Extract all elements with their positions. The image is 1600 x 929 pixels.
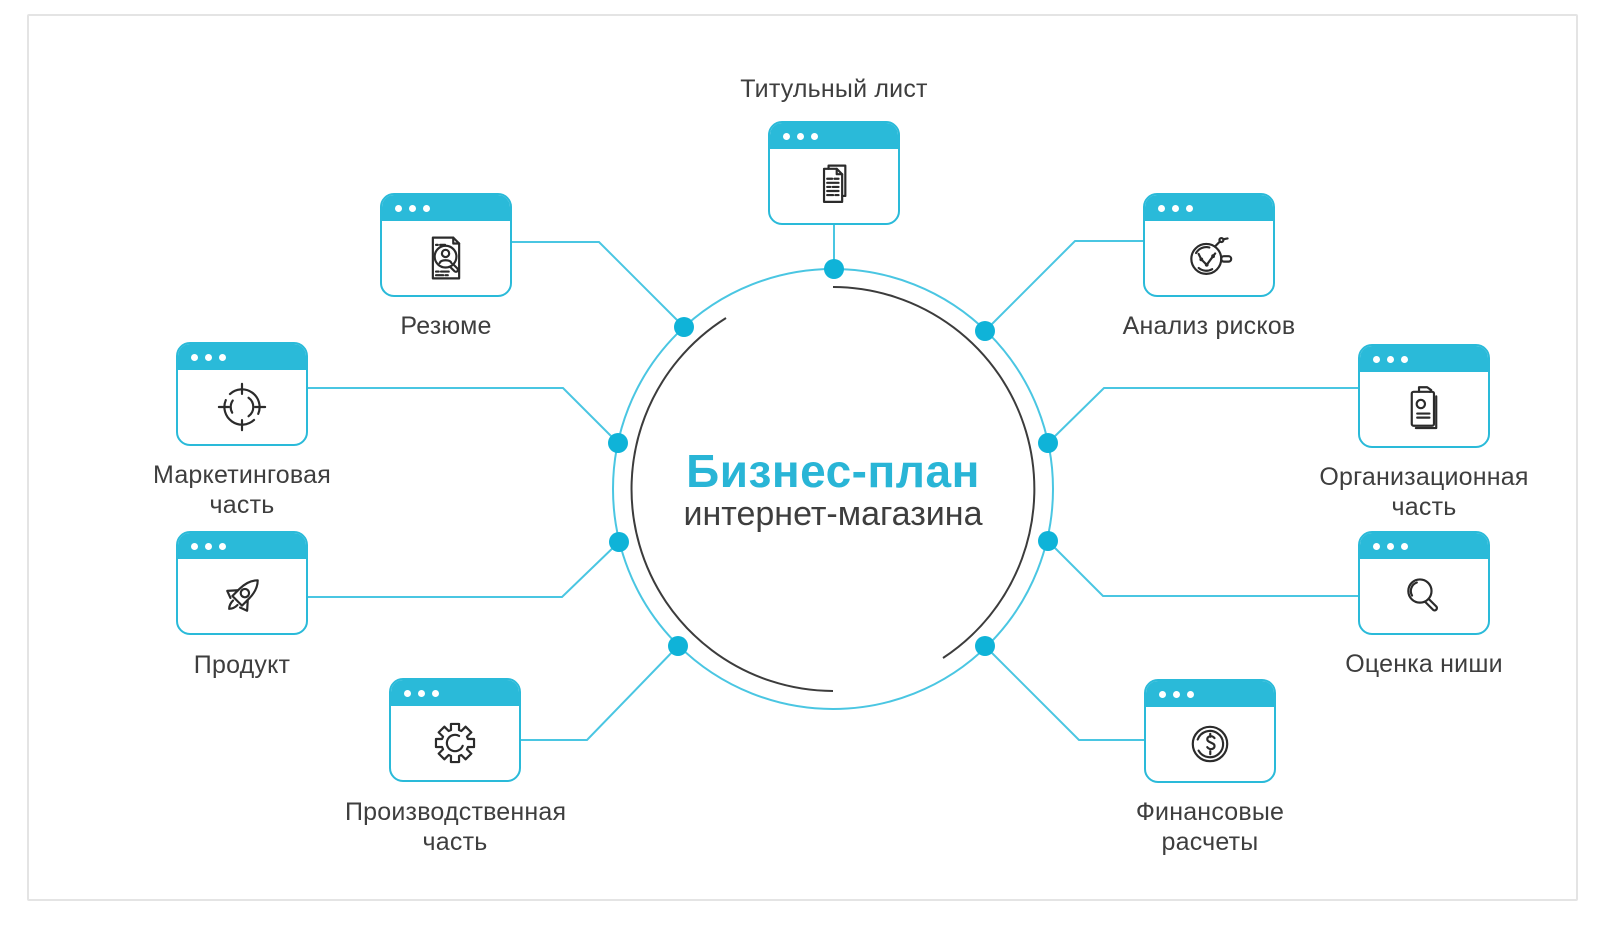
document-icon xyxy=(822,164,847,203)
window-dot xyxy=(1172,204,1179,212)
clipboard-icon xyxy=(1410,385,1438,429)
connector-finance xyxy=(984,645,1144,741)
window-body xyxy=(391,706,519,779)
dollar-coin-icon xyxy=(1191,725,1229,762)
node-resume xyxy=(380,193,512,297)
window-dot xyxy=(1373,355,1380,363)
node-label-org: Организационная часть xyxy=(1319,463,1529,521)
window-body xyxy=(178,559,306,632)
node-label-niche: Оценка ниши xyxy=(1345,650,1503,678)
node-dot xyxy=(975,636,995,656)
connector-niche xyxy=(1047,540,1358,597)
node-label-resume: Резюме xyxy=(400,312,492,340)
window-bar xyxy=(382,195,510,221)
window-dot xyxy=(409,204,416,212)
window-dot xyxy=(219,353,226,361)
window-dot xyxy=(1401,542,1408,550)
node-title-page xyxy=(768,121,900,225)
node-risk xyxy=(1143,193,1275,297)
window-bar xyxy=(770,123,898,149)
rocket-icon xyxy=(226,578,259,612)
window-dot xyxy=(205,353,212,361)
window-dot xyxy=(811,132,818,140)
window-dot xyxy=(797,132,804,140)
window-dot xyxy=(418,689,425,697)
window-dot xyxy=(1187,690,1194,698)
risk-chart-icon xyxy=(1190,236,1233,275)
node-niche xyxy=(1358,531,1490,635)
window-dot xyxy=(1373,542,1380,550)
node-dot xyxy=(668,636,688,656)
connector-production xyxy=(521,645,679,741)
window-bar xyxy=(1145,195,1273,221)
resume-search-icon xyxy=(431,236,461,279)
node-org xyxy=(1358,344,1490,448)
window-body xyxy=(1146,707,1274,780)
window-bar xyxy=(178,344,306,370)
window-dot xyxy=(1401,355,1408,363)
window-dot xyxy=(1173,690,1180,698)
node-label-finance: Финансовые расчеты xyxy=(1135,798,1285,856)
connector-org xyxy=(1047,387,1358,444)
window-body xyxy=(1360,559,1488,632)
window-bar xyxy=(391,680,519,706)
inner-arc-left xyxy=(630,317,834,692)
node-dot xyxy=(609,532,629,552)
window-dot xyxy=(1186,204,1193,212)
node-product xyxy=(176,531,308,635)
node-label-marketing: Маркетинговая часть xyxy=(153,461,331,519)
window-dot xyxy=(432,689,439,697)
window-dot xyxy=(783,132,790,140)
window-dot xyxy=(1387,355,1394,363)
window-dot xyxy=(395,204,402,212)
node-dot xyxy=(1038,433,1058,453)
magnifier-icon xyxy=(1407,577,1438,611)
connector-marketing xyxy=(308,387,619,444)
window-body xyxy=(382,221,510,294)
hub-subtitle: интернет-магазина xyxy=(683,495,983,533)
window-bar xyxy=(1146,681,1274,707)
node-dot xyxy=(674,317,694,337)
window-bar xyxy=(178,533,306,559)
window-dot xyxy=(191,542,198,550)
window-body xyxy=(1360,372,1488,445)
node-dot xyxy=(975,321,995,341)
hub-text: Бизнес-план интернет-магазина xyxy=(583,448,1083,532)
window-dot xyxy=(219,542,226,550)
window-dot xyxy=(1387,542,1394,550)
window-dot xyxy=(1159,690,1166,698)
node-production xyxy=(389,678,521,782)
target-icon xyxy=(217,382,267,431)
gear-icon xyxy=(434,722,476,763)
window-dot xyxy=(205,542,212,550)
window-body xyxy=(770,149,898,222)
window-dot xyxy=(1158,204,1165,212)
node-marketing xyxy=(176,342,308,446)
connector-risk xyxy=(984,240,1143,332)
connector-resume xyxy=(512,241,685,328)
node-label-product: Продукт xyxy=(193,651,291,679)
window-bar xyxy=(1360,346,1488,372)
node-dot xyxy=(1038,531,1058,551)
node-label-title-page: Титульный лист xyxy=(740,75,928,103)
connector-product xyxy=(308,541,620,598)
node-label-production: Производственная часть xyxy=(345,798,567,856)
hub-title: Бизнес-план xyxy=(686,445,980,497)
node-label-risk: Анализ рисков xyxy=(1122,312,1296,340)
window-body xyxy=(1145,221,1273,294)
window-dot xyxy=(404,689,411,697)
node-finance xyxy=(1144,679,1276,783)
inner-arc-right xyxy=(832,286,1036,659)
node-dot xyxy=(824,259,844,279)
window-bar xyxy=(1360,533,1488,559)
window-body xyxy=(178,370,306,443)
window-dot xyxy=(191,353,198,361)
window-dot xyxy=(423,204,430,212)
node-dot xyxy=(608,433,628,453)
